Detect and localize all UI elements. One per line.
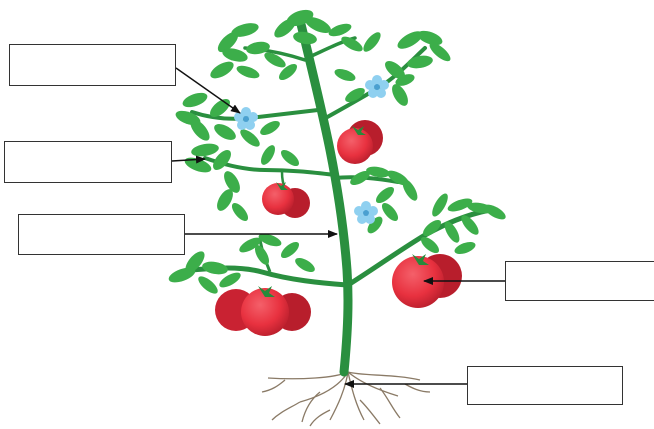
label-box-leaf[interactable]: [4, 141, 172, 183]
flower-icon: [234, 107, 258, 130]
tomato-cluster-middle-left: [262, 182, 310, 218]
roots: [261, 371, 431, 427]
label-box-fruit-text: [506, 262, 654, 300]
leaves: [168, 9, 506, 294]
arrow-leaf: [171, 155, 206, 164]
label-box-stem[interactable]: [18, 214, 185, 255]
arrow-flower: [175, 67, 241, 114]
label-box-fruit[interactable]: [505, 261, 654, 301]
label-box-leaf-text: [5, 142, 171, 182]
tomato-cluster-lower-left: [215, 286, 311, 336]
tomatoes: [215, 120, 462, 336]
flower-icon: [365, 75, 389, 98]
label-box-root[interactable]: [467, 366, 623, 405]
label-box-flower[interactable]: [9, 44, 176, 86]
pointer-arrows: [171, 67, 505, 388]
flowers: [234, 75, 389, 224]
flower-icon: [354, 201, 378, 224]
label-box-flower-text: [10, 45, 175, 85]
tomato-cluster-upper-right: [337, 120, 383, 164]
tomato-cluster-lower-right: [392, 254, 462, 308]
label-box-stem-text: [19, 215, 184, 254]
label-box-root-text: [468, 367, 622, 404]
